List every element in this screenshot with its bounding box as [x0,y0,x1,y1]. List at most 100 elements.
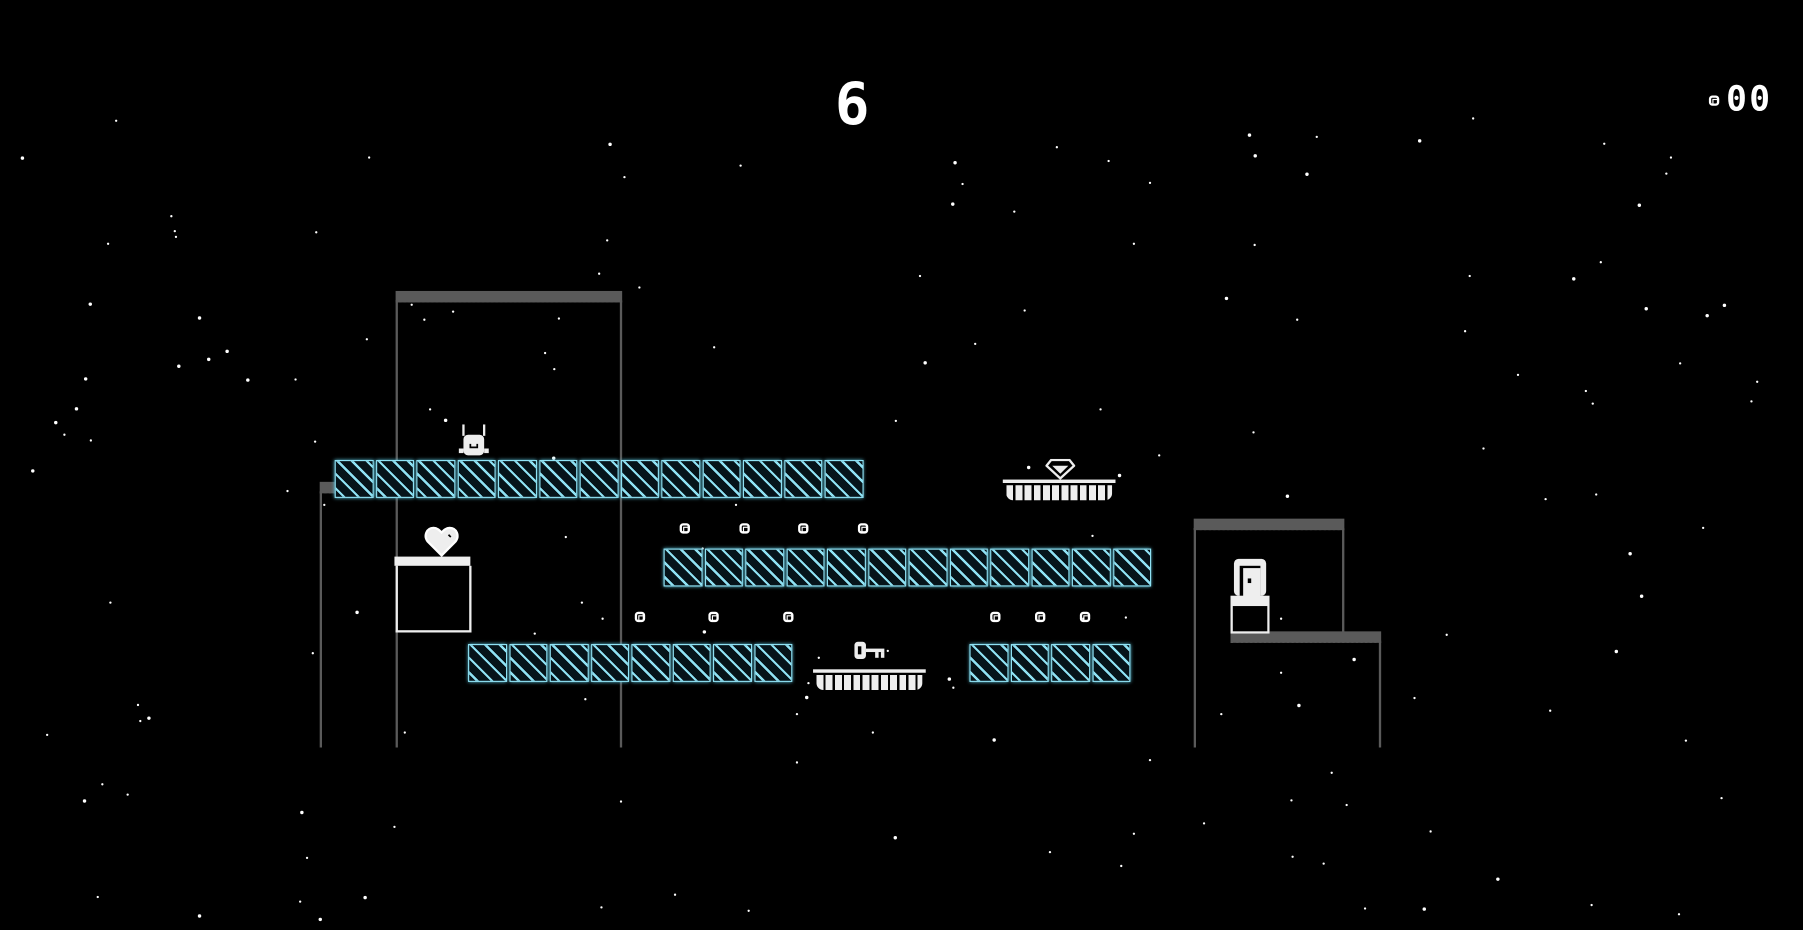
star [46,733,49,736]
star [89,438,92,442]
star [893,836,897,841]
wall [1193,529,1345,633]
star [886,649,890,652]
star [1352,658,1357,662]
star [601,617,604,620]
star [1756,380,1759,383]
star [533,632,536,635]
coin [1035,611,1046,623]
star [1684,739,1687,743]
star [176,364,181,368]
star [355,610,359,615]
star [1638,204,1642,208]
ice-block [1112,548,1152,587]
star [428,408,431,411]
star [175,235,178,238]
ice-block [620,460,659,498]
star [1297,703,1301,708]
star [1592,401,1595,405]
star [1013,210,1016,214]
star [1422,907,1426,911]
star [600,905,603,908]
star [1291,856,1294,859]
floating-platform [813,669,926,697]
star [198,315,202,320]
star [1548,709,1551,712]
star [1149,181,1152,185]
ice-block [1030,548,1070,587]
coin [798,523,809,534]
star [88,302,93,306]
heart-pickup [424,526,459,558]
star [951,202,955,206]
star [1107,159,1111,163]
wall-cap [1230,631,1382,643]
star [918,274,921,277]
star [673,893,676,896]
star [1644,307,1648,311]
star [620,800,623,803]
star [312,651,315,654]
ice-block-row [969,644,1132,682]
star [605,239,608,242]
coin [990,611,1001,623]
star [1285,494,1290,498]
ice-block [631,644,670,682]
star [580,600,583,604]
star [314,231,317,234]
star [20,156,25,160]
ice-block [753,644,793,682]
star [1132,243,1135,246]
star [623,175,626,178]
star [1279,617,1283,620]
ice-block [1051,644,1090,682]
ice-block [538,460,578,498]
star [807,682,810,685]
star [107,242,110,246]
coin [634,611,646,623]
pedestal-top [394,556,471,566]
ice-block [497,460,537,498]
star [1749,400,1753,403]
star [1481,447,1485,450]
coin [708,611,719,623]
ice-block [702,460,741,498]
ice-block [375,460,414,498]
star [1603,142,1606,146]
star [739,164,742,167]
star [1322,862,1325,865]
star [1678,913,1681,916]
ice-block [334,460,374,498]
ice-block [549,644,589,682]
star [1584,389,1588,392]
star [443,419,448,423]
wall-cap [319,481,336,494]
star [1253,243,1257,247]
star [948,677,952,681]
star [1118,473,1122,477]
star [299,900,302,903]
coin-counter: 00 [1708,79,1773,120]
star [747,909,750,913]
star [583,698,587,701]
star [392,825,396,828]
star [1705,314,1709,318]
star [1418,139,1422,143]
wall-cap [1193,518,1345,531]
star [1330,771,1334,775]
star [1220,712,1223,715]
ice-block [826,548,866,587]
star [82,798,86,803]
ice-block [990,548,1029,587]
star [795,760,798,764]
star [701,547,705,551]
ice-block [786,548,825,587]
ice-block [713,644,752,682]
coin-count: 00 [1726,79,1773,120]
ice-block [867,548,907,587]
star [83,377,88,381]
ice-block [1010,644,1049,682]
ice-block [416,460,455,498]
star [1023,309,1026,312]
